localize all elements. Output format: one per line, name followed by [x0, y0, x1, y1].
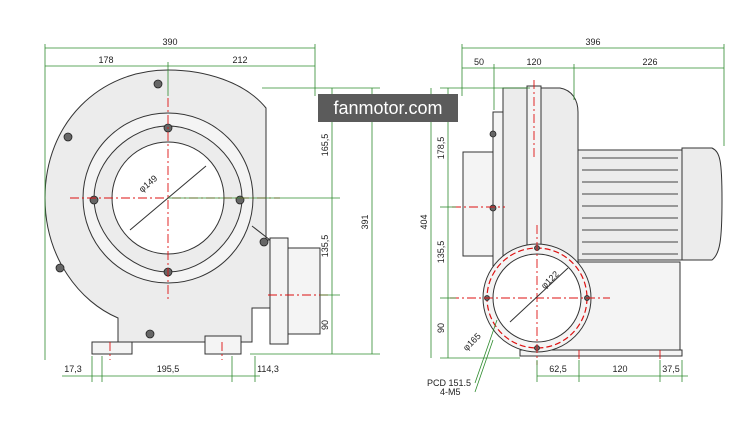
dim-diam-165: φ165 — [461, 331, 483, 353]
watermark-logo: fanmotor.com — [318, 94, 458, 122]
dim-195-5: 195,5 — [157, 364, 180, 374]
dim-90-right: 90 — [436, 323, 446, 333]
dim-120-top: 120 — [526, 57, 541, 67]
dim-135-5-right: 135,5 — [436, 241, 446, 264]
dim-37-5: 37,5 — [662, 364, 680, 374]
dim-178-5: 178,5 — [436, 137, 446, 160]
bolt-spec-label: 4-M5 — [440, 387, 461, 397]
dim-50: 50 — [474, 57, 484, 67]
dim-17-3: 17,3 — [64, 364, 82, 374]
dim-178: 178 — [98, 55, 113, 65]
bolt — [63, 132, 73, 142]
pcd-label: PCD 151.5 — [427, 378, 471, 388]
dimensions-left — [44, 44, 380, 382]
front-view — [44, 69, 330, 360]
motor-fins — [582, 157, 678, 255]
dim-120: 120 — [612, 364, 627, 374]
outlet-flange — [269, 237, 289, 345]
dim-114-3: 114,3 — [257, 364, 279, 374]
dim-165-5: 165,5 — [320, 134, 330, 157]
dimensions-right — [430, 44, 725, 382]
dim-404: 404 — [419, 214, 429, 229]
dim-391: 391 — [360, 214, 370, 229]
bolt — [145, 329, 155, 339]
dim-90: 90 — [320, 320, 330, 330]
bolt — [153, 79, 163, 89]
dim-135-5: 135,5 — [320, 235, 330, 258]
dim-226: 226 — [642, 57, 657, 67]
dim-390: 390 — [162, 37, 177, 47]
outlet-duct — [287, 247, 321, 335]
bolt — [235, 195, 245, 205]
bolt — [259, 237, 269, 247]
dim-62-5: 62,5 — [549, 364, 567, 374]
bolt — [89, 195, 99, 205]
dim-396: 396 — [585, 37, 600, 47]
motor-body — [577, 149, 683, 261]
bolt — [55, 263, 65, 273]
dim-212: 212 — [232, 55, 247, 65]
side-view — [450, 80, 723, 393]
